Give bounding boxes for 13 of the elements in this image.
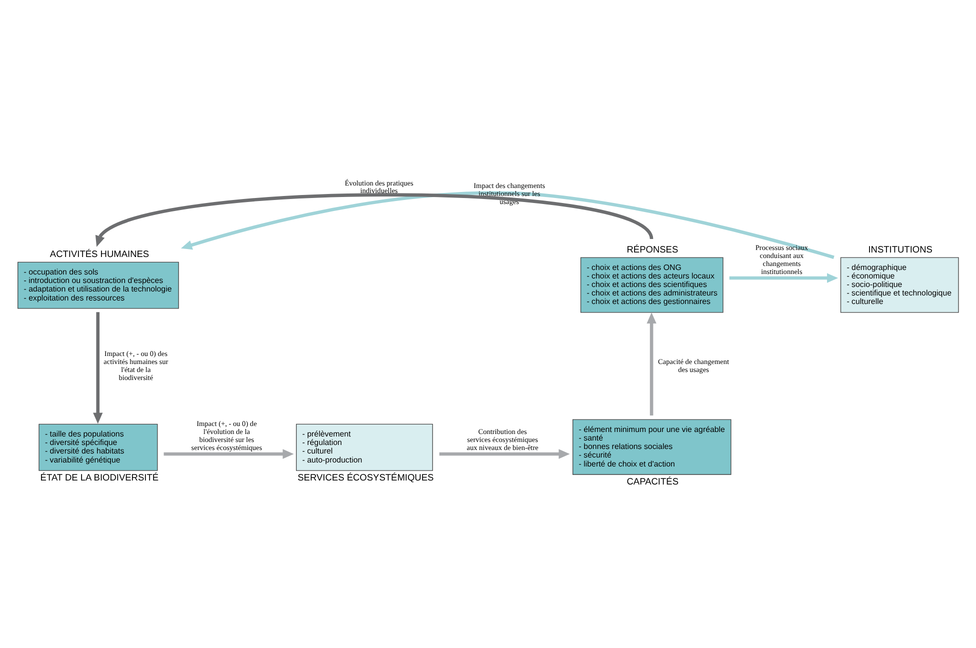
node-label: CAPACITÉS xyxy=(626,476,678,487)
node-label: RÉPONSES xyxy=(626,244,678,254)
arrow xyxy=(164,449,294,459)
arrow xyxy=(646,312,656,416)
node-label: SERVICES ÉCOSYSTÉMIQUES xyxy=(298,472,434,483)
node-label: INSTITUTIONS xyxy=(868,244,932,254)
arrow xyxy=(93,312,103,424)
arrow xyxy=(180,191,834,259)
node-label: ACTIVITÉS HUMAINES xyxy=(50,248,150,259)
arrow xyxy=(439,449,570,459)
arrow xyxy=(729,273,838,283)
node-label: ÉTAT DE LA BIODIVERSITÉ xyxy=(40,472,159,483)
arrow xyxy=(95,193,653,247)
